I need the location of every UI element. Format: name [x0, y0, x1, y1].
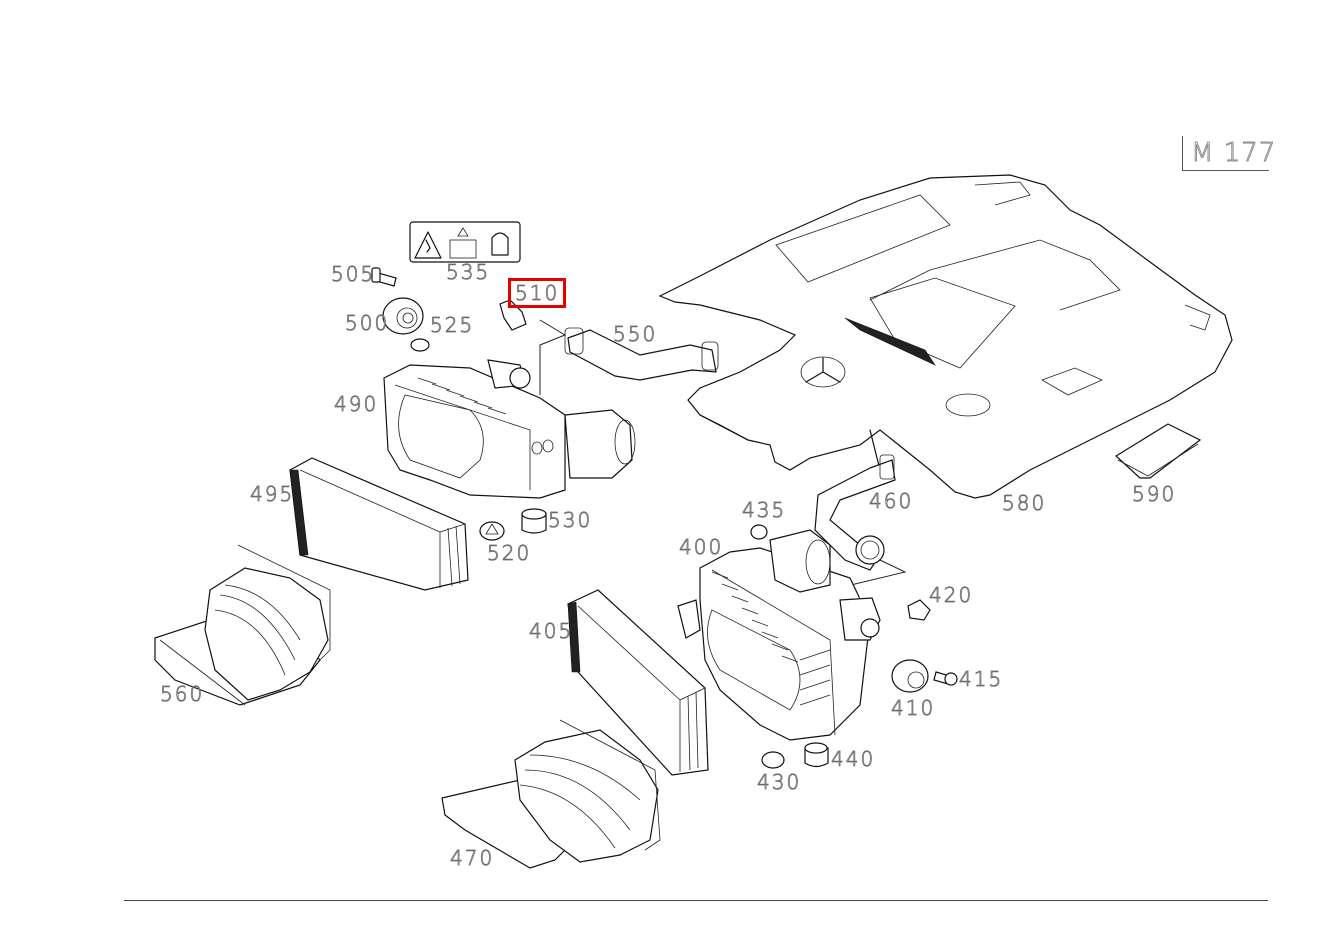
air-filter-housing-400-drawing[interactable]	[677, 529, 881, 741]
grommet-525-drawing[interactable]	[410, 338, 430, 352]
part-label-510[interactable]: 510	[507, 278, 567, 308]
hose-550-drawing[interactable]	[564, 327, 719, 381]
air-filter-element-495-drawing[interactable]	[289, 457, 469, 591]
screw-505-drawing[interactable]	[371, 267, 397, 287]
rubber-mount-440-drawing[interactable]	[804, 742, 829, 768]
part-label-535[interactable]: 535	[446, 260, 491, 284]
part-label-440[interactable]: 440	[831, 747, 876, 771]
part-label-500[interactable]: 500	[345, 311, 390, 335]
part-label-525[interactable]: 525	[430, 313, 475, 337]
part-label-580[interactable]: 580	[1002, 491, 1047, 515]
rubber-mount-530-drawing[interactable]	[521, 508, 547, 534]
part-label-520[interactable]: 520	[487, 541, 532, 565]
air-filter-housing-490-drawing[interactable]	[383, 359, 636, 499]
air-filter-element-405-drawing[interactable]	[567, 589, 709, 776]
sensor-housing-410-drawing[interactable]	[891, 659, 929, 693]
warning-label-drawing[interactable]	[409, 221, 521, 263]
part-label-490[interactable]: 490	[334, 392, 379, 416]
part-label-400[interactable]: 400	[679, 535, 724, 559]
part-label-410[interactable]: 410	[891, 696, 936, 720]
sensor-housing-500-drawing[interactable]	[382, 297, 424, 335]
sensor-510-drawing[interactable]	[499, 299, 567, 395]
part-label-560[interactable]: 560	[160, 682, 205, 706]
sensor-420-drawing[interactable]	[907, 599, 931, 621]
engine-cover-drawing[interactable]	[658, 174, 1233, 499]
intake-duct-470-drawing[interactable]	[441, 719, 661, 869]
part-label-590[interactable]: 590	[1132, 482, 1177, 506]
part-label-550[interactable]: 550	[613, 322, 658, 346]
footer-rule	[124, 900, 1268, 901]
part-label-415[interactable]: 415	[959, 667, 1004, 691]
part-label-405[interactable]: 405	[529, 619, 574, 643]
part-label-435[interactable]: 435	[742, 498, 787, 522]
part-label-430[interactable]: 430	[757, 770, 802, 794]
grommet-430-drawing[interactable]	[761, 751, 785, 769]
model-title: M 177	[1191, 138, 1277, 169]
pad-drawing[interactable]	[1115, 423, 1202, 479]
screw-415-drawing[interactable]	[933, 671, 958, 686]
part-label-420[interactable]: 420	[929, 583, 974, 607]
intake-duct-560-drawing[interactable]	[154, 544, 331, 706]
grommet-435-drawing[interactable]	[750, 524, 768, 540]
model-badge: M 177	[1182, 136, 1276, 171]
part-label-470[interactable]: 470	[450, 846, 495, 870]
part-label-460[interactable]: 460	[869, 489, 914, 513]
part-label-495[interactable]: 495	[250, 482, 295, 506]
part-label-530[interactable]: 530	[548, 508, 593, 532]
part-label-505[interactable]: 505	[331, 262, 376, 286]
grommet-520-drawing[interactable]	[479, 521, 505, 541]
hose-460-drawing[interactable]	[814, 454, 907, 591]
